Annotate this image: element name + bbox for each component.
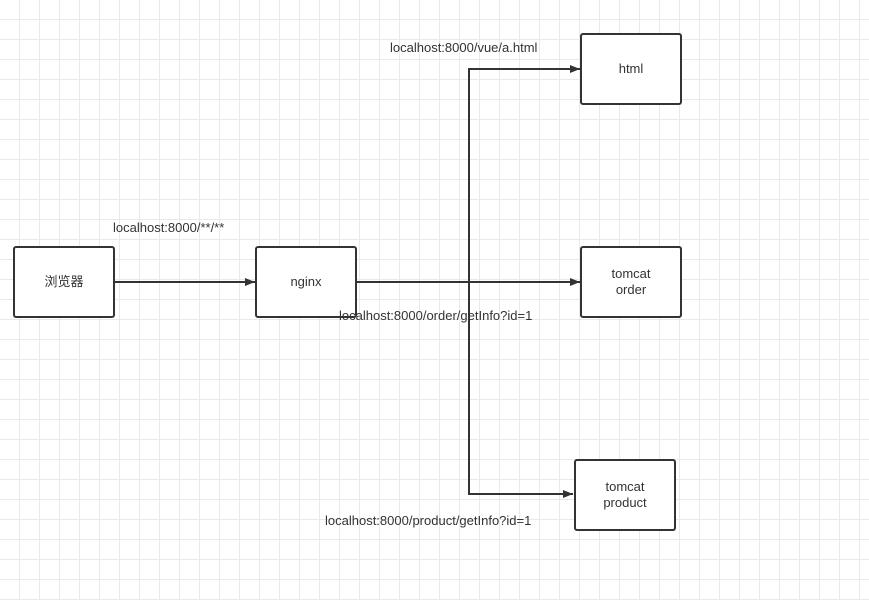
browser-node-label: 浏览器 [44,274,84,289]
edge-label-to-tomcat-product: localhost:8000/product/getInfo?id=1 [325,513,532,528]
html-node[interactable]: html [580,33,682,105]
edge-label-to-tomcat-order: localhost:8000/order/getInfo?id=1 [339,308,533,323]
edge-nginx-to-html [468,65,580,282]
html-node-label: html [618,61,644,76]
tomcat-order-label-line2: order [615,282,647,297]
browser-node[interactable]: 浏览器 [13,246,115,318]
tomcat-order-node[interactable]: tomcat order [580,246,682,318]
edge-nginx-to-tomcat-product [468,282,573,498]
tomcat-product-label-line1: tomcat [605,479,645,494]
edge-label-to-html: localhost:8000/vue/a.html [390,40,538,55]
edge-label-browser-to-nginx: localhost:8000/**/** [113,220,225,235]
tomcat-order-label-line1: tomcat [611,266,651,281]
tomcat-product-label-line2: product [603,495,647,510]
nginx-node-label: nginx [290,274,322,289]
nginx-node[interactable]: nginx [255,246,357,318]
tomcat-product-node[interactable]: tomcat product [574,459,676,531]
